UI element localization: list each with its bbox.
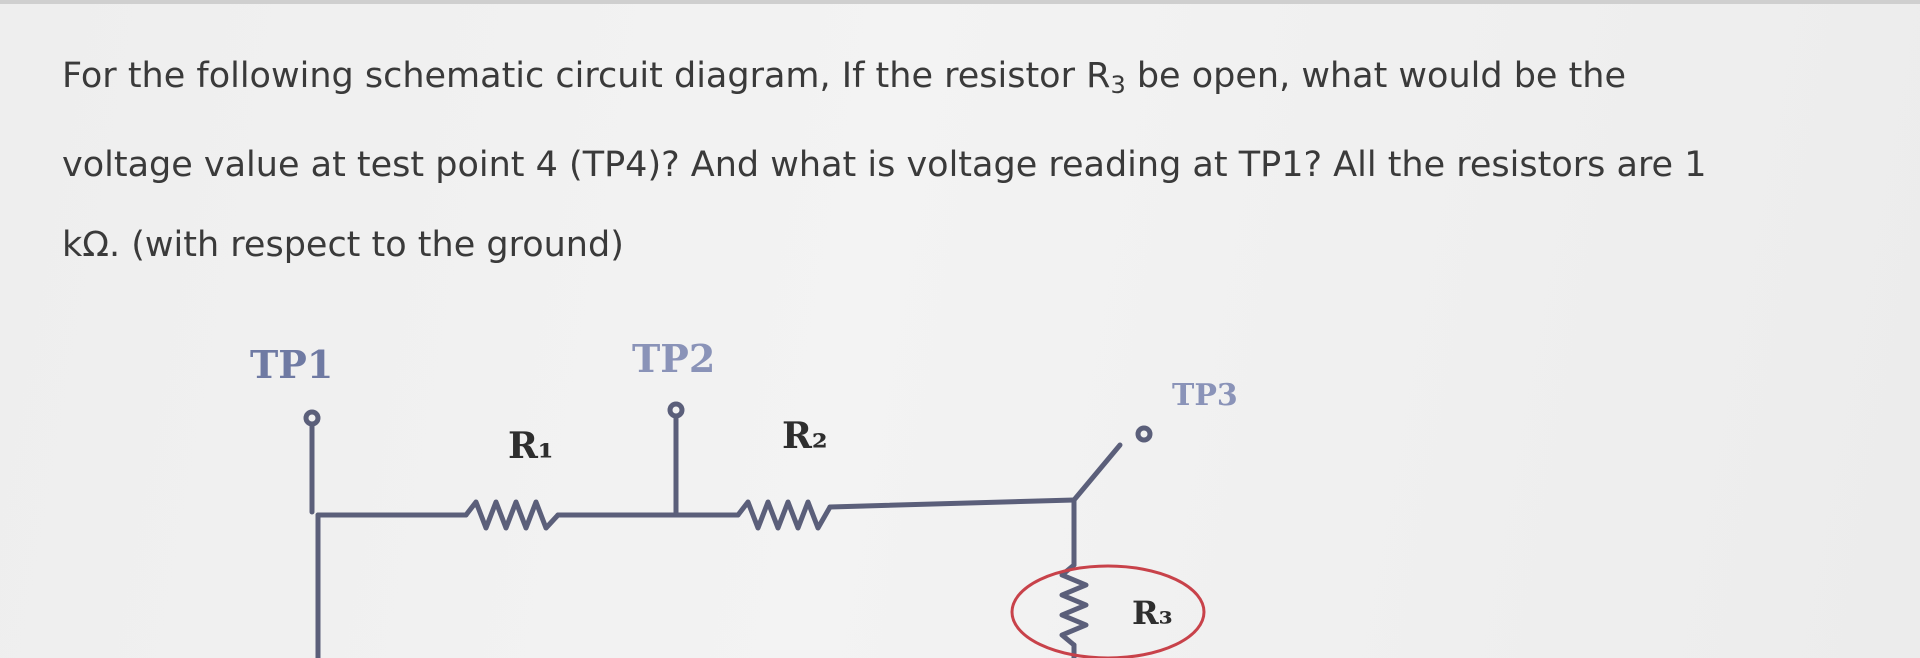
r1-resistor: [463, 499, 561, 531]
r1-label: R₁: [508, 425, 554, 467]
tp3-label: TP3: [1172, 378, 1238, 413]
question-line-3: kΩ. (with respect to the ground): [62, 225, 624, 265]
tp3-terminal: [1135, 425, 1153, 443]
r3-highlight-circle: [1010, 564, 1206, 658]
tp2-label: TP2: [632, 336, 715, 381]
r3-subscript: 3: [1110, 71, 1126, 99]
top-divider: [0, 0, 1920, 4]
r3-resistor: [1059, 562, 1089, 648]
r2-resistor: [735, 499, 833, 531]
switch-arm: [1071, 442, 1123, 503]
r3-label: R₃: [1132, 594, 1173, 632]
question-line-2: voltage value at test point 4 (TP4)? And…: [62, 145, 1707, 185]
question-line-1-start: For the following schematic circuit diag…: [62, 56, 1111, 96]
question-line-1-end: be open, what would be the: [1125, 56, 1627, 96]
r2-label: R₂: [782, 415, 828, 457]
question-line-1: For the following schematic circuit diag…: [62, 36, 1902, 125]
question-text: For the following schematic circuit diag…: [62, 36, 1902, 285]
wire-r2-junction: [827, 497, 1077, 510]
tp1-label: TP1: [250, 342, 333, 387]
